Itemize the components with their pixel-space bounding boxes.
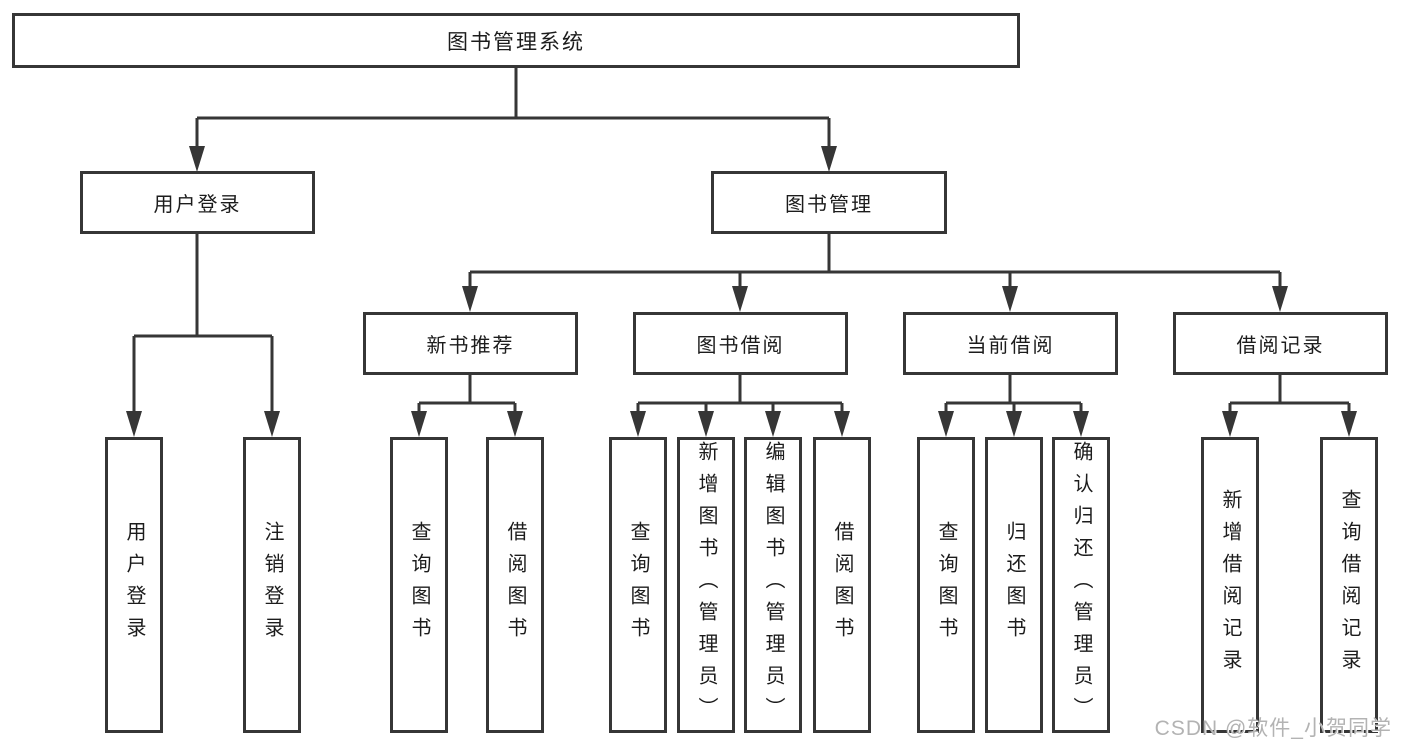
leaf-add-borrow-record: 新增借阅记录 <box>1201 437 1259 733</box>
node-current-borrowing-label: 当前借阅 <box>966 335 1055 357</box>
leaf-edit-books-admin-label: 编辑图书（管理员） <box>762 441 784 729</box>
leaf-query-books-recommend-label: 查询图书 <box>408 521 430 649</box>
watermark: CSDN @软件_小贺同学 <box>1154 717 1392 740</box>
node-new-book-recommend-label: 新书推荐 <box>426 335 515 357</box>
leaf-borrow-books-recommend: 借阅图书 <box>486 437 544 733</box>
leaf-return-books-label: 归还图书 <box>1003 521 1025 649</box>
leaf-user-login-label: 用户登录 <box>123 521 145 649</box>
node-book-borrowing: 图书借阅 <box>633 312 848 375</box>
leaf-logout: 注销登录 <box>243 437 301 733</box>
node-book-management: 图书管理 <box>711 171 947 234</box>
leaf-return-books: 归还图书 <box>985 437 1043 733</box>
node-library-system-label: 图书管理系统 <box>447 30 585 54</box>
node-user-login-label: 用户登录 <box>153 194 242 216</box>
leaf-borrow-books: 借阅图书 <box>813 437 871 733</box>
arrowheads <box>126 146 1357 437</box>
leaf-confirm-return-admin-label: 确认归还（管理员） <box>1070 441 1092 729</box>
node-book-management-label: 图书管理 <box>785 194 873 216</box>
leaf-query-books-borrowing: 查询图书 <box>609 437 667 733</box>
leaf-add-books-admin: 新增图书（管理员） <box>677 437 735 733</box>
leaf-logout-label: 注销登录 <box>261 521 283 649</box>
leaf-add-borrow-record-label: 新增借阅记录 <box>1219 489 1241 681</box>
node-new-book-recommend: 新书推荐 <box>363 312 578 375</box>
node-borrowing-records-label: 借阅记录 <box>1236 335 1325 357</box>
leaf-query-books-borrowing-label: 查询图书 <box>627 521 649 649</box>
leaf-edit-books-admin: 编辑图书（管理员） <box>744 437 802 733</box>
leaf-confirm-return-admin: 确认归还（管理员） <box>1052 437 1110 733</box>
node-user-login: 用户登录 <box>80 171 315 234</box>
node-borrowing-records: 借阅记录 <box>1173 312 1388 375</box>
leaf-query-borrow-record-label: 查询借阅记录 <box>1338 489 1360 681</box>
leaf-user-login: 用户登录 <box>105 437 163 733</box>
leaf-borrow-books-recommend-label: 借阅图书 <box>504 521 526 649</box>
leaf-add-books-admin-label: 新增图书（管理员） <box>695 441 717 729</box>
node-library-system: 图书管理系统 <box>12 13 1020 68</box>
node-book-borrowing-label: 图书借阅 <box>696 335 785 357</box>
leaf-query-books-current-label: 查询图书 <box>935 521 957 649</box>
leaf-borrow-books-label: 借阅图书 <box>831 521 853 649</box>
node-current-borrowing: 当前借阅 <box>903 312 1118 375</box>
leaf-query-books-recommend: 查询图书 <box>390 437 448 733</box>
leaf-query-borrow-record: 查询借阅记录 <box>1320 437 1378 733</box>
leaf-query-books-current: 查询图书 <box>917 437 975 733</box>
